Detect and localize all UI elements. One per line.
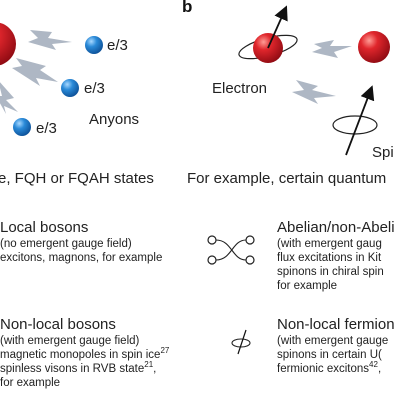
exchange-path [215,239,247,261]
boson-exchange-icon [245,255,255,265]
local-bosons-line: excitons, magnons, for example [0,252,163,264]
nonlocal-bosons-line: spinless visons in RVB state21, [0,360,157,375]
boson-exchange-icon [245,235,255,245]
lightning-bolt-icon [292,80,336,104]
nonlocal-fermions-line: (with emergent gauge [277,335,389,347]
nonlocal-bosons-title: Non-local bosons [0,316,116,333]
spin-arrow [345,85,375,156]
electron-sphere-right [358,31,390,63]
spin-arrow [267,5,288,49]
lightning-bolt-icon [28,30,72,50]
exchange-path [215,239,247,261]
panel-b-caption: For example, certain quantum [187,170,387,187]
boson-exchange-icon [207,235,217,245]
abelian-line: spinons in chiral spin [277,266,384,278]
local-bosons-line: (no emergent gauge field) [0,238,132,250]
local-bosons-title: Local bosons [0,219,89,236]
anyon-charge-label-3: e/3 [36,120,57,137]
boson-exchange-icon [207,255,217,265]
anyon-charge-label-2: e/3 [84,80,105,97]
abelian-line: (with emergent gaug [277,238,382,250]
electron-label: Electron [212,80,268,97]
nonlocal-fermions-line: spinons in certain U( [277,349,382,361]
abelian-line: for example [277,280,338,292]
nonlocal-fermions-title: Non-local fermion [277,316,395,333]
anyons-label: Anyons [89,111,140,128]
spin-label: Spi [372,144,394,161]
abelian-line: flux excitations in Kit [277,252,382,264]
spin-rotation-ring [332,115,378,135]
anyon-charge-label-1: e/3 [107,37,128,54]
abelian-title: Abelian/non-Abeli [277,219,395,236]
anyon-sphere [61,79,79,97]
anyon-sphere [13,118,31,136]
lightning-bolt-icon [0,82,18,114]
fermion-spin-icon [231,338,251,348]
panel-label-b: b [182,0,193,16]
nonlocal-bosons-line: for example [0,377,61,389]
nonlocal-bosons-line: (with emergent gauge field) [0,335,140,347]
fermion-spin-arrow [237,329,247,355]
nonlocal-fermions-line: fermionic excitons42, [277,360,382,375]
anyon-sphere [85,36,103,54]
lightning-bolt-icon [12,58,58,86]
electron-sphere-left [0,22,16,66]
lightning-bolt-icon [312,40,352,58]
panel-a-caption: e, FQH or FQAH states [0,170,154,187]
nonlocal-bosons-line: magnetic monopoles in spin ice27 [0,346,170,361]
